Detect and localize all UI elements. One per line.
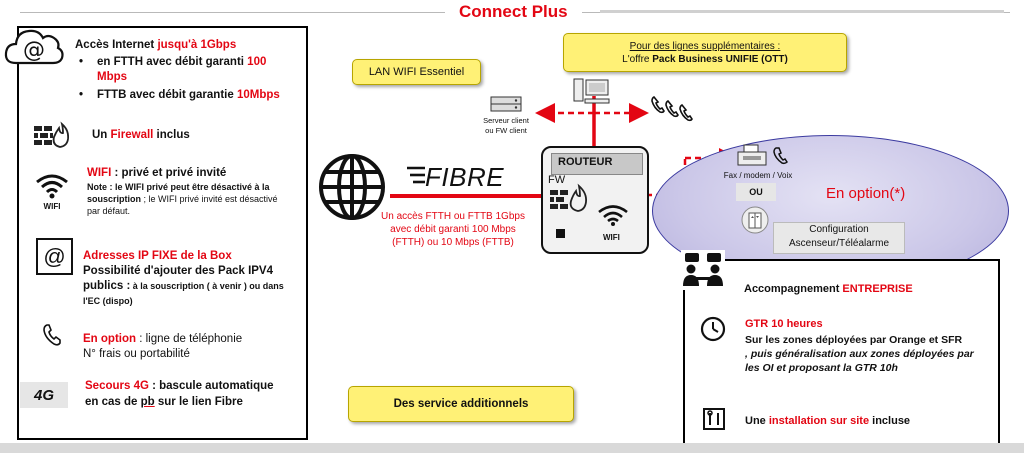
router-label: ROUTEUR bbox=[558, 156, 613, 168]
phone-icon bbox=[42, 323, 64, 347]
features-panel bbox=[17, 26, 308, 440]
meeting-icon bbox=[681, 250, 725, 290]
or-label: OU bbox=[736, 183, 776, 201]
bottom-bar bbox=[0, 443, 1024, 453]
phone-heading: En option : ligne de téléphonie bbox=[83, 333, 243, 345]
wifi-icon bbox=[34, 172, 70, 216]
backup-heading: Secours 4G : bascule automatique bbox=[85, 380, 274, 392]
internet-bullet-ftth: • en FTTH avec débit garanti 100 Mbps bbox=[79, 56, 267, 83]
wifi-note: Note : le WIFI privé peut être désactivé… bbox=[87, 182, 278, 216]
config-label: Configuration Ascenseur/Téléalarme bbox=[773, 222, 905, 254]
cloud-at-icon: @ bbox=[2, 15, 66, 79]
globe-icon bbox=[316, 151, 388, 223]
server-label: Serveur client ou FW client bbox=[483, 116, 529, 135]
support-heading: Accompagnement ENTREPRISE bbox=[744, 283, 913, 295]
page-title: Connect Plus bbox=[445, 2, 582, 22]
tools-icon bbox=[703, 408, 725, 430]
4g-icon: 4G bbox=[20, 382, 68, 408]
svg-text:@: @ bbox=[23, 38, 45, 63]
fax-icon bbox=[736, 144, 770, 168]
clock-icon bbox=[700, 316, 726, 342]
backup-text: en cas de pb sur le lien Fibre bbox=[85, 396, 243, 408]
phone-text: N° frais ou portabilité bbox=[83, 348, 190, 360]
gtr-text-1: Sur les zones déployées par Orange et SF… bbox=[745, 334, 963, 346]
router-fw-label: FW bbox=[548, 174, 566, 186]
router-firewall-icon bbox=[549, 182, 589, 212]
option-phone-icon bbox=[772, 146, 792, 166]
elevator-icon bbox=[740, 205, 770, 235]
ip-text: Possibilité d'ajouter des Pack IPV4 publ… bbox=[83, 265, 284, 306]
fax-label: Fax / modem / Voix bbox=[723, 171, 793, 180]
server-icon bbox=[489, 94, 523, 114]
fibre-speed-lines-icon bbox=[405, 164, 427, 186]
lan-wifi-box: LAN WIFI Essentiel bbox=[352, 59, 481, 85]
firewall-icon bbox=[33, 119, 70, 149]
support-panel bbox=[683, 259, 1000, 447]
installation-text: Une installation sur site incluse bbox=[745, 415, 911, 427]
router-wifi-icon bbox=[596, 203, 630, 227]
fibre-label: FIBRE bbox=[425, 162, 505, 192]
router-label-bar bbox=[551, 153, 643, 175]
title-rule bbox=[600, 10, 1004, 13]
wifi-heading: WIFI : privé et privé invité bbox=[87, 167, 227, 179]
at-sign-icon: @ bbox=[36, 238, 73, 275]
gtr-text-2: , puis généralisation aux zones déployée… bbox=[745, 348, 974, 374]
phones-icon bbox=[650, 94, 696, 124]
wifi-icon-label: WIFI bbox=[43, 202, 61, 211]
computer-icon bbox=[572, 78, 612, 106]
internet-heading: Accès Internet jusqu'à 1Gbps bbox=[75, 39, 237, 51]
internet-bullet-fttb: • FTTB avec débit garantie 10Mbps bbox=[79, 89, 280, 101]
additional-lines-box: Pour des lignes supplémentaires : L'offr… bbox=[563, 33, 847, 72]
router-wifi-label: WIFI bbox=[603, 233, 620, 242]
firewall-text: Un Firewall inclus bbox=[92, 129, 190, 141]
ip-heading: Adresses IP FIXE de la Box bbox=[83, 250, 232, 262]
additional-services-box: Des service additionnels bbox=[348, 386, 574, 422]
gtr-title: GTR 10 heures bbox=[745, 318, 823, 330]
fibre-caption: Un accès FTTH ou FTTB 1Gbps avec débit g… bbox=[381, 211, 525, 248]
router-port bbox=[556, 229, 565, 238]
option-title: En option(*) bbox=[826, 185, 906, 202]
